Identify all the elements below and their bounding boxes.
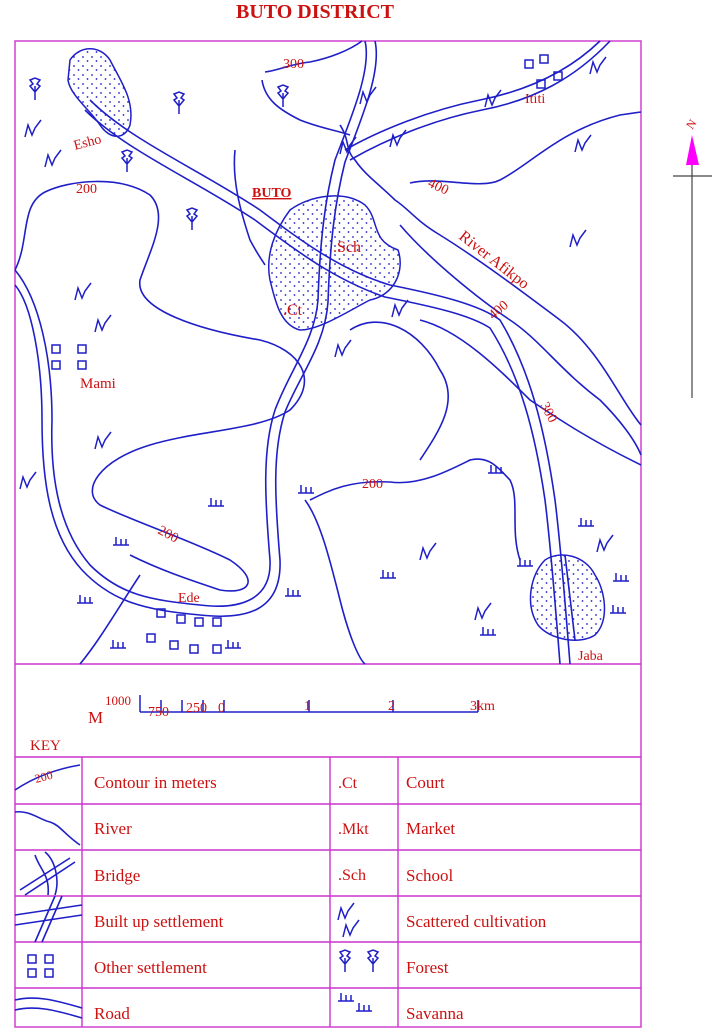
settlement-buto [268,195,401,331]
scale-label: 0 [218,701,225,716]
key-label-contour: Contour in meters [94,773,217,792]
scale-label: 3km [470,699,495,714]
key-label-court: Court [406,773,445,792]
north-label: N [683,116,700,131]
scale-label: 250 [186,701,207,716]
settlement-esho [67,48,132,137]
map-area: BUTO Esho Mami Ede Ititi Jaba .Sch .Ct R… [14,40,642,665]
key-contour-sample: 200 [33,768,54,786]
scale-bar: M 1000 750 250 0 1 2 3km [88,693,495,727]
key-label-bridge: Bridge [94,866,140,885]
label-ede: Ede [178,591,200,606]
road-east [84,99,571,665]
key-symbol-cultivation [337,902,360,938]
north-arrow: N [673,116,712,398]
contour-400-b [399,224,642,456]
key-symbol-school: .Sch [338,867,366,884]
scale-label: 1 [304,699,311,714]
scale-label: 750 [148,705,169,720]
contour-label: 400 [425,176,450,198]
north-arrow-head [686,135,699,165]
label-esho: Esho [72,132,103,154]
label-court: .Ct [283,302,303,319]
key-label-market: Market [406,819,455,838]
contour-label: 200 [155,523,181,546]
scale-label: 2 [388,699,395,714]
key-symbol-savanna [337,992,373,1012]
key-label-cultivation: Scattered cultivation [406,912,547,931]
contour-300-right [419,319,642,466]
contour-400 [409,111,642,185]
label-river-afikpo: River Afikpo [456,228,533,293]
key-left-symbols: 200 [14,764,83,1019]
key-symbol-forest [339,949,379,973]
contour-200-east [79,321,521,665]
key-label-savanna: Savanna [406,1004,464,1023]
key-label-road: Road [94,1004,130,1023]
key-heading: KEY [30,738,61,754]
key-grid [15,663,641,1027]
label-jaba: Jaba [578,649,604,664]
label-ititi: Ititi [525,92,545,107]
key-label-built-up: Built up settlement [94,912,224,931]
key-symbol-market: .Mkt [338,821,369,838]
road-north [344,40,611,161]
cultivation-symbols [19,56,614,621]
map-frame [14,40,642,1028]
contour-200-west [14,180,306,592]
label-buto: BUTO [252,186,292,201]
contour-label: 300 [283,57,304,72]
key-label-school: School [406,866,454,885]
settlement-jaba [529,554,606,641]
label-school: .Sch [333,239,361,256]
key-symbol-court: .Ct [338,775,358,792]
contour-300-top [264,40,363,73]
contour-label: 200 [76,182,97,197]
key-label-forest: Forest [406,958,449,977]
contour-label: 200 [362,477,383,492]
map-title: BUTO DISTRICT [236,1,395,23]
forest-symbols [29,77,289,231]
river-branch [233,79,351,266]
key-label-other-settlement: Other settlement [94,958,207,977]
label-mami: Mami [80,376,116,392]
scale-label: 1000 [105,693,131,708]
key-label-river: River [94,819,132,838]
river-afikpo [339,124,642,426]
scale-unit: M [88,708,103,727]
